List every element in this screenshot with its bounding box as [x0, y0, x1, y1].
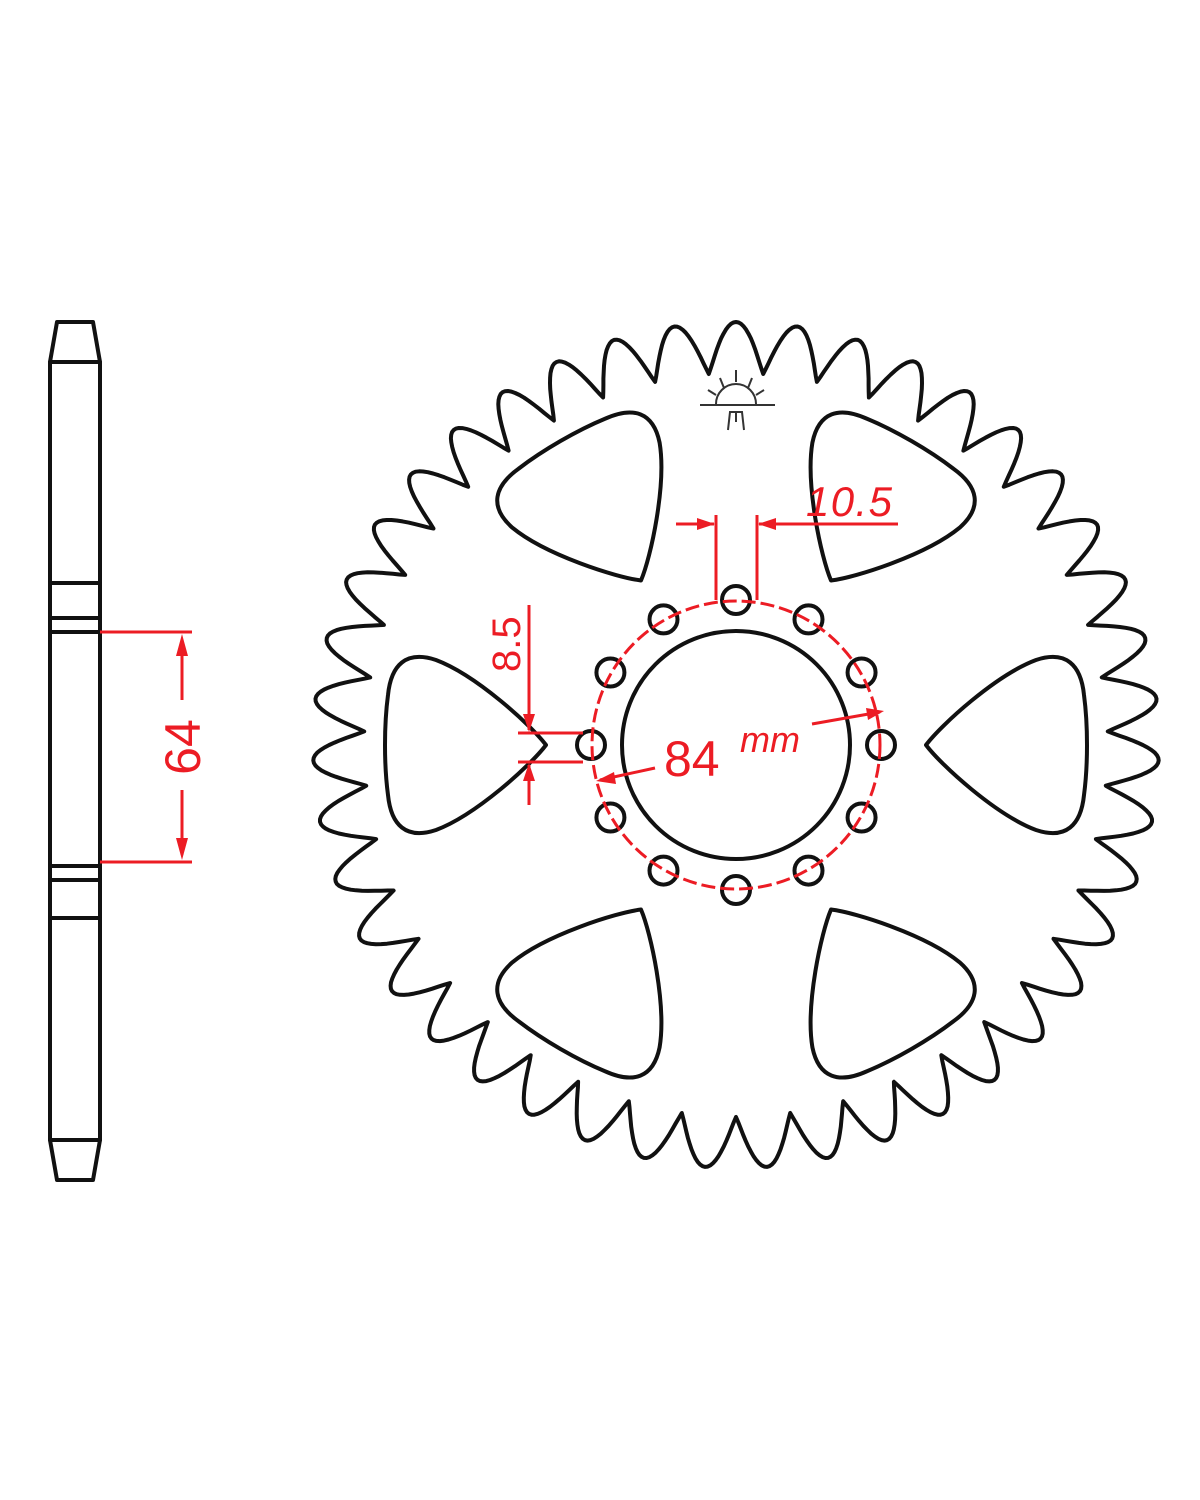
bolt-hole [647, 603, 680, 636]
hole-diameter-label: 8.5 [485, 616, 529, 672]
lightening-cutout [383, 654, 548, 836]
center-bore-circle [620, 629, 852, 861]
pcd-unit: mm [740, 719, 800, 760]
bolt-hole [845, 801, 878, 834]
pcd-value: 84 [664, 731, 720, 787]
lightening-cutout [808, 907, 977, 1080]
bolt-hole [647, 854, 680, 887]
bolt-spacing-dimension: 10.5 [676, 478, 898, 600]
side-bore [48, 630, 102, 868]
bore-dimension-label: 64 [155, 719, 211, 775]
side-top-tooth [48, 320, 102, 364]
lightening-cutouts [383, 410, 1089, 1080]
side-view [48, 320, 102, 1182]
bolt-hole [792, 854, 825, 887]
pitch-circle [590, 599, 882, 891]
side-hub-upper [48, 581, 102, 620]
side-hub-lower [48, 878, 102, 920]
bolt-holes [575, 584, 897, 906]
side-hatch-upper [48, 360, 102, 585]
bolt-hole [720, 584, 752, 616]
pcd-dimension: 84 mm [596, 708, 884, 787]
lightening-cutout [495, 907, 664, 1080]
bolt-hole [845, 656, 878, 689]
bore-dimension: 64 [100, 630, 211, 864]
hole-diameter-dimension: 8.5 [485, 605, 583, 805]
front-view [311, 320, 1161, 1169]
sprocket-teeth-outline [311, 320, 1161, 1169]
bolt-hole [865, 729, 897, 761]
lightening-cutout [924, 654, 1089, 836]
bolt-hole [720, 874, 752, 906]
side-hatch-lower-small [48, 864, 102, 882]
bolt-hole [594, 656, 627, 689]
brand-logo [700, 370, 775, 431]
bolt-hole [575, 729, 607, 761]
side-bottom-tooth [48, 1138, 102, 1182]
lightening-cutout [495, 410, 664, 583]
bolt-spacing-label: 10.5 [806, 478, 893, 525]
side-hatch-lower [48, 916, 102, 1142]
bolt-hole [594, 801, 627, 834]
side-hatch-upper-small [48, 616, 102, 634]
lightening-cutout [808, 410, 977, 583]
bolt-hole [792, 603, 825, 636]
